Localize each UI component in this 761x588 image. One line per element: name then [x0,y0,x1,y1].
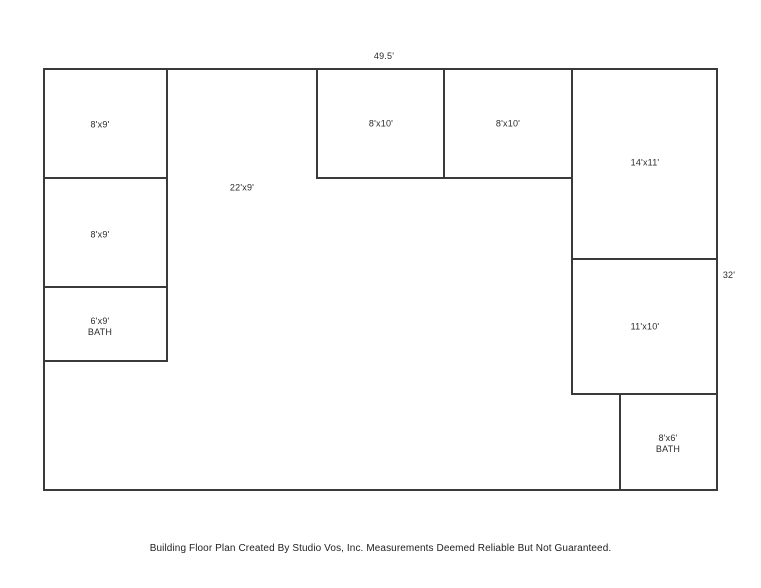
room-dimension-label: 6'x9' BATH [87,315,113,337]
room-dimension-label: 8'x9' [90,119,110,130]
room-dimension-label: 14'x11' [630,157,660,168]
room-dimension-label: 8'x6' BATH [655,432,681,454]
footer-disclaimer-text: Building Floor Plan Created By Studio Vo… [149,543,612,554]
dimension-height-label: 32' [722,270,736,280]
room-dimension-label: 8'x10' [368,118,394,129]
room-dimension-label: 11'x10' [630,321,660,332]
room-dimension-label: 8'x9' [90,229,110,240]
room-dimension-label: 22'x9' [229,182,255,193]
dimension-width-label: 49.5' [373,51,395,61]
room-dimension-label: 8'x10' [495,118,521,129]
